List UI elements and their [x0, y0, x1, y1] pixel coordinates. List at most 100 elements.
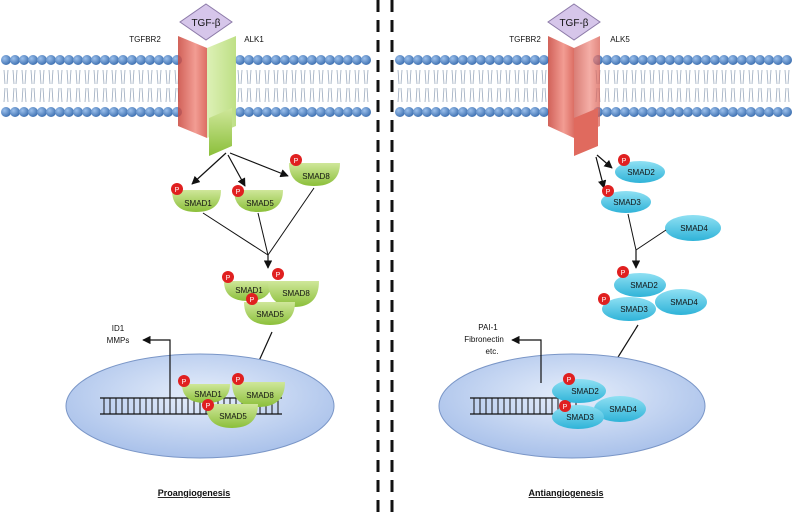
lipid-tail	[264, 69, 270, 85]
lipid-head	[674, 107, 684, 117]
lipid-head	[55, 55, 65, 65]
lipid-head	[64, 55, 74, 65]
lipid-head	[764, 55, 774, 65]
phospho-icon	[559, 400, 571, 412]
lipid-head	[683, 55, 693, 65]
lipid-head	[235, 55, 245, 65]
lipid-tail	[66, 87, 72, 103]
cell-membrane-left	[1, 55, 371, 117]
lipid-tail	[514, 69, 520, 85]
lipid-tail	[111, 87, 117, 103]
lipid-head	[325, 55, 335, 65]
svg-text:P: P	[563, 404, 568, 411]
svg-text:P: P	[236, 189, 241, 196]
svg-text:P: P	[206, 403, 211, 410]
lipid-tail	[460, 87, 466, 103]
svg-text:P: P	[182, 379, 187, 386]
lipid-tail	[712, 69, 718, 85]
lipid-tail	[406, 69, 412, 85]
lipid-tail	[442, 69, 448, 85]
svg-text:P: P	[175, 187, 180, 194]
lipid-head	[307, 55, 317, 65]
lipid-head	[503, 107, 513, 117]
lipid-head	[316, 55, 326, 65]
lipid-tail	[676, 87, 682, 103]
lipid-tail	[120, 87, 126, 103]
lipid-tail	[658, 69, 664, 85]
lipid-head	[719, 107, 729, 117]
lipid-head	[737, 55, 747, 65]
lipid-tail	[129, 69, 135, 85]
lipid-tail	[48, 69, 54, 85]
lipid-head	[82, 55, 92, 65]
lipid-head	[118, 55, 128, 65]
lipid-head	[413, 55, 423, 65]
lipid-tail	[415, 69, 421, 85]
lipid-head	[37, 55, 47, 65]
lipid-head	[28, 107, 38, 117]
lipid-tail	[541, 87, 547, 103]
lipid-head	[91, 107, 101, 117]
svg-text:P: P	[621, 270, 626, 277]
svg-text:SMAD2: SMAD2	[630, 281, 658, 290]
svg-text:SMAD1: SMAD1	[184, 199, 212, 208]
lipid-head	[343, 55, 353, 65]
nuclear-smad-complex-right: SMAD2 SMAD4 SMAD3 P P	[552, 373, 646, 429]
lipid-head	[395, 107, 405, 117]
lipid-head	[746, 107, 756, 117]
lipid-head	[611, 55, 621, 65]
tgf-beta-ligand-left	[179, 3, 233, 41]
converge-line-smad1	[202, 212, 269, 256]
svg-text:SMAD4: SMAD4	[670, 298, 698, 307]
smad-complex-right: SMAD2 SMAD4 SMAD3 P P	[598, 266, 707, 321]
lipid-tail	[255, 87, 261, 103]
lipid-tail	[120, 69, 126, 85]
lipid-head	[539, 55, 549, 65]
smad8-single: SMAD8 P	[289, 154, 340, 186]
lipid-tail	[39, 69, 45, 85]
lipid-head	[361, 55, 371, 65]
lipid-tail	[318, 69, 324, 85]
lipid-tail	[541, 69, 547, 85]
lipid-tail	[649, 87, 655, 103]
lipid-head	[145, 107, 155, 117]
lipid-tail	[93, 69, 99, 85]
lipid-tail	[469, 87, 475, 103]
svg-text:P: P	[250, 297, 255, 304]
lipid-tail	[327, 69, 333, 85]
lipid-head	[458, 55, 468, 65]
lipid-tail	[354, 87, 360, 103]
lipid-tail	[246, 87, 252, 103]
lipid-tail	[264, 87, 270, 103]
ligand-label-right: TGF-β	[559, 18, 588, 29]
arrow-to-smad3	[595, 156, 607, 189]
target-gene-right-1: PAI-1	[478, 323, 498, 332]
lipid-tail	[658, 87, 664, 103]
lipid-tail	[766, 69, 772, 85]
lipid-head	[19, 107, 29, 117]
lipid-tail	[327, 87, 333, 103]
lipid-tail	[685, 87, 691, 103]
lipid-head	[746, 55, 756, 65]
lipid-head	[298, 55, 308, 65]
lipid-head	[244, 55, 254, 65]
lipid-head	[262, 55, 272, 65]
svg-text:P: P	[606, 189, 611, 196]
ligand-label-left: TGF-β	[191, 18, 220, 29]
lipid-tail	[21, 87, 27, 103]
lipid-tail	[255, 69, 261, 85]
lipid-tail	[345, 69, 351, 85]
lipid-tail	[246, 69, 252, 85]
lipid-tail	[478, 87, 484, 103]
arrow-to-smad2	[596, 154, 613, 169]
lipid-head	[449, 107, 459, 117]
svg-text:SMAD5: SMAD5	[219, 412, 247, 421]
lipid-head	[440, 55, 450, 65]
phospho-icon	[222, 271, 234, 283]
lipid-tail	[784, 87, 790, 103]
lipid-head	[539, 107, 549, 117]
lipid-tail	[3, 87, 9, 103]
lipid-head	[307, 107, 317, 117]
smad1-single: SMAD1 P	[171, 183, 221, 212]
lipid-tail	[12, 69, 18, 85]
